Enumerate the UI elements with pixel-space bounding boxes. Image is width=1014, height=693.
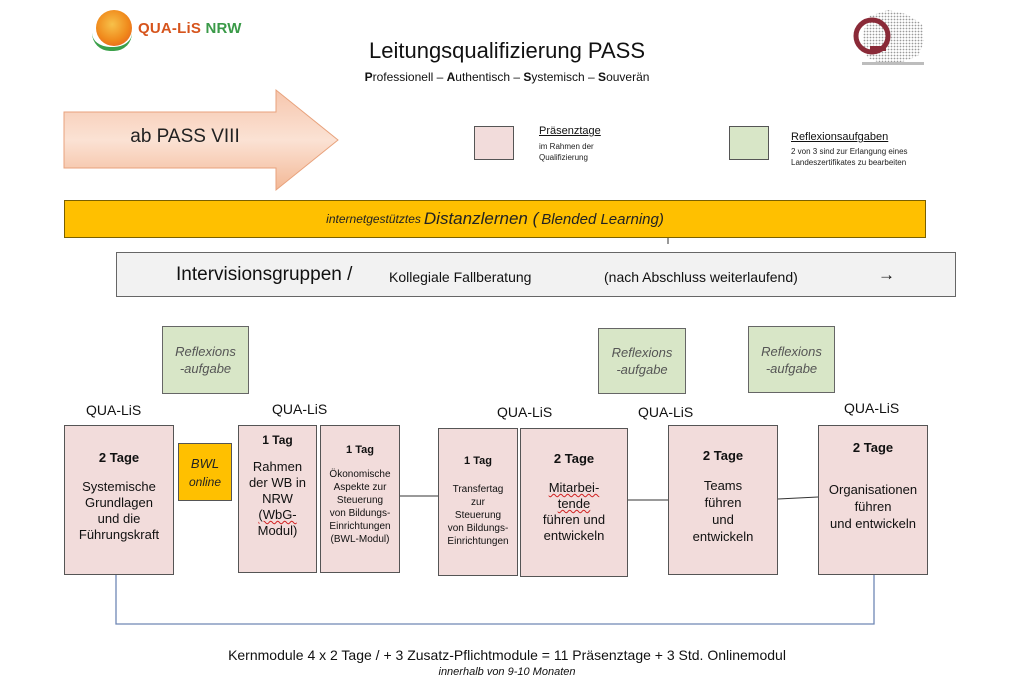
reflexion-box: Reflexions-aufgabe [162,326,249,394]
qualis-label: QUA-LiS [638,404,694,420]
distanz-main: Distanzlernen ( [423,209,539,228]
intervision-bar [116,252,956,297]
legend-praesenz-title: Präsenztage [539,125,601,137]
module-days: 1 Tag [464,455,492,467]
distanz-prefix: internetgestütztes [326,212,421,226]
qualis-logo-text: QUA-LiS NRW [138,19,242,37]
summary-text: Kernmodule 4 x 2 Tage / + 3 Zusatz-Pflic… [228,647,786,663]
legend-reflexion-desc: 2 von 3 sind zur Erlangung eines Landesz… [791,147,908,167]
module-days: 2 Tage [98,450,140,465]
module-days: 2 Tage [553,451,595,466]
module-days: 1 Tag [262,433,293,447]
page-subtitle: Professionell – Authentisch – Systemisch… [364,70,650,84]
pass-arrow-icon [63,88,339,192]
bwl-label: BWL [190,455,220,471]
bwl-online-box: BWL online [178,443,232,501]
module-days: 2 Tage [852,440,894,455]
intervision-title: Intervisionsgruppen / [176,264,353,285]
distanzlernen-bar: internetgestütztes Distanzlernen ( Blend… [64,200,926,238]
intervision-note: (nach Abschluss weiterlaufend) [604,269,798,285]
module-days: 1 Tag [346,444,374,456]
bwl-online-label: online [188,474,222,489]
pass-arrow-label: ab PASS VIII [130,126,240,147]
distanz-suffix: Blended Learning) [541,210,664,228]
qualis-label: QUA-LiS [844,400,900,416]
qualis-logo: QUA-LiS NRW [92,10,242,51]
reflexion-box: Reflexions-aufgabe [598,328,686,394]
qualis-label: QUA-LiS [497,404,553,420]
legend-praesenz-swatch [474,126,514,160]
qualis-label: QUA-LiS [272,401,328,417]
qualis-logo-icon [92,10,132,51]
nrw-map-logo-icon [853,10,924,65]
legend-reflexion-title: Reflexionsaufgaben [791,131,889,143]
legend-reflexion-swatch [729,126,769,160]
module-days: 2 Tage [702,448,744,463]
qualis-label: QUA-LiS [86,402,142,418]
intervision-subtitle: Kollegiale Fallberatung [389,269,532,285]
reflexion-box: Reflexions-aufgabe [748,326,835,393]
duration-text: innerhalb von 9-10 Monaten [438,666,576,678]
legend-praesenz-desc: im Rahmen der Qualifizierung [539,142,594,162]
page-title: Leitungsqualifizierung PASS [369,38,645,63]
arrow-right-icon: → [878,265,895,284]
